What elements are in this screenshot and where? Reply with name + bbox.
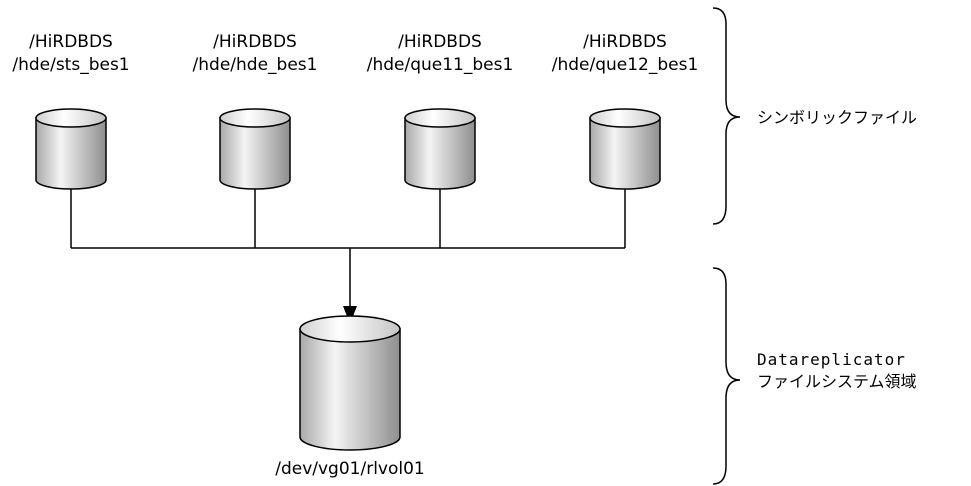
arrow-head <box>343 306 357 324</box>
symbolic-file-2-line2: /hde/hde_bes1 <box>192 55 318 75</box>
brace-filesystem <box>712 267 741 485</box>
volume-label: /dev/vg01/rlvol01 <box>275 459 425 479</box>
symbolic-file-2-line1: /HiRDBDS <box>213 32 297 52</box>
symbolic-file-1-line1: /HiRDBDS <box>29 32 113 52</box>
symbolic-file-label-1: /HiRDBDS /hde/sts_bes1 <box>6 32 136 75</box>
symbolic-file-1-line2: /hde/sts_bes1 <box>12 55 130 75</box>
symbolic-file-cylinder-1 <box>35 108 107 190</box>
symbolic-file-label-4: /HiRDBDS /hde/que12_bes1 <box>550 32 700 75</box>
symbolic-file-label-2: /HiRDBDS /hde/hde_bes1 <box>185 32 325 75</box>
brace-filesystem-label: Datareplicator ファイルシステム領域 <box>757 350 917 392</box>
volume-cylinder <box>299 315 401 451</box>
symbolic-file-label-3: /HiRDBDS /hde/que11_bes1 <box>365 32 515 75</box>
symbolic-file-4-line2: /hde/que12_bes1 <box>551 55 699 75</box>
brace-symbolic-label: シンボリックファイル <box>757 108 918 127</box>
symbolic-file-3-line2: /hde/que11_bes1 <box>366 55 514 75</box>
symbolic-file-cylinder-3 <box>404 108 476 190</box>
connector-lines <box>70 189 626 310</box>
symbolic-file-4-line1: /HiRDBDS <box>583 32 667 52</box>
symbolic-file-cylinder-4 <box>589 108 661 190</box>
symbolic-file-cylinder-2 <box>219 108 291 190</box>
brace-filesystem-line1: Datareplicator <box>757 350 906 369</box>
brace-filesystem-line2: ファイルシステム領域 <box>757 372 917 391</box>
symbolic-file-3-line1: /HiRDBDS <box>398 32 482 52</box>
brace-symbolic <box>712 7 741 225</box>
